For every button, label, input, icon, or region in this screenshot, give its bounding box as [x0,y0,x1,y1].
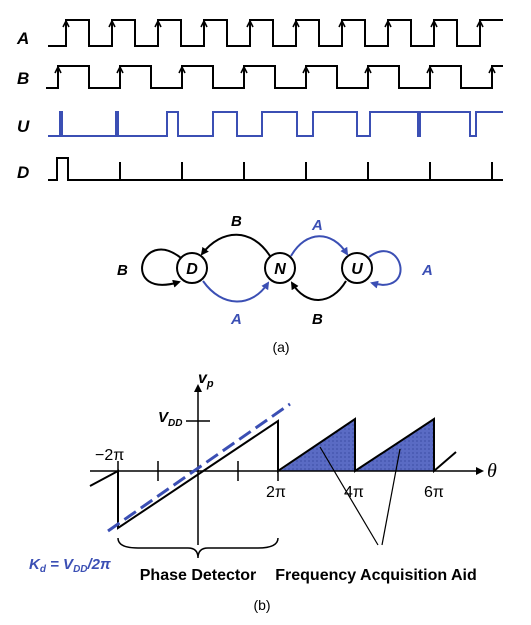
edge-n-to-u [290,235,349,257]
waveform-a-trace [48,19,503,47]
edge-d-self [141,248,182,288]
kd-gain-line [107,402,291,533]
edge-n-to-d-label: B [231,213,242,230]
caption-b: (b) [253,597,270,613]
waveform-a-rising-edge-arrow [62,19,70,28]
waveform-a-rising-edge-arrow [384,19,392,28]
waveform-b-rising-edge-arrow [488,65,496,74]
waveform-b [46,65,503,89]
state-node-d [176,252,208,284]
state-node-n-label: N [274,261,286,278]
waveform-b-rising-edge-arrow [240,65,248,74]
vp-axis-label: vp [198,370,214,390]
waveform-a-rising-edge-arrow [246,19,254,28]
edge-n-to-u-label: A [311,217,323,234]
edge-u-self [368,250,402,289]
waveform-a-rising-edge-arrow [200,19,208,28]
waveform-a-rising-edge-arrow [430,19,438,28]
waveform-a-rising-edge-arrow [154,19,162,28]
vdd-label: VDD [158,409,182,429]
edge-d-to-n [202,280,270,303]
waveform-b-rising-edge-arrow [54,65,62,74]
waveform-a [48,19,503,47]
signal-label-a: A [16,29,29,48]
theta-axis-label: θ [487,460,497,482]
waveform-b-rising-edge-arrow [116,65,124,74]
waveform-b-rising-edge-arrow [302,65,310,74]
waveform-a-rising-edge-arrow [292,19,300,28]
state-node-d-label: D [186,261,198,278]
edge-n-to-d [200,233,271,257]
waveform-d [48,157,503,181]
waveform-a-rising-edge-arrow [338,19,346,28]
freq-aid-pointer-1 [319,446,379,546]
waveform-u [48,111,503,137]
waveform-d-trace [48,157,503,181]
pfd-transfer-curve [89,417,457,530]
edge-u-self-label: A [421,262,433,279]
state-diagram: D N U B B A A B A (a) [117,213,433,355]
phase-detector-brace [117,537,279,559]
waveform-b-trace [46,65,503,89]
phase-detector-label: Phase Detector [140,567,257,584]
state-node-u [341,252,373,284]
label-neg-2pi: −2π [95,447,124,464]
waveform-a-rising-edge-arrow [476,19,484,28]
kd-formula: Kd = VDD/2π [29,556,111,575]
waveform-b-rising-edge-arrow [178,65,186,74]
waveform-u-trace [48,111,503,137]
freq-aid-pointer-2 [381,448,401,546]
edge-d-self-label: B [117,262,128,279]
state-node-n [264,252,296,284]
waveform-b-rising-edge-arrow [364,65,372,74]
label-2pi: 2π [266,484,286,501]
edge-u-to-n [290,280,347,301]
edge-u-to-n-label: B [312,311,323,328]
signal-label-d: D [17,163,29,182]
signal-label-b: B [17,69,29,88]
caption-a: (a) [272,339,289,355]
frequency-aid-label: Frequency Acquisition Aid [275,567,477,584]
waveforms: A B U D [16,19,503,182]
label-6pi: 6π [424,484,444,501]
signal-label-u: U [17,117,30,136]
waveform-a-rising-edge-arrow [108,19,116,28]
state-node-u-label: U [351,261,363,278]
edge-d-to-n-label: A [230,311,242,328]
waveform-b-rising-edge-arrow [426,65,434,74]
pfd-characteristic: vp VDD θ −2π 2π 4π 6π Kd = VDD/2π Phase … [29,370,497,613]
